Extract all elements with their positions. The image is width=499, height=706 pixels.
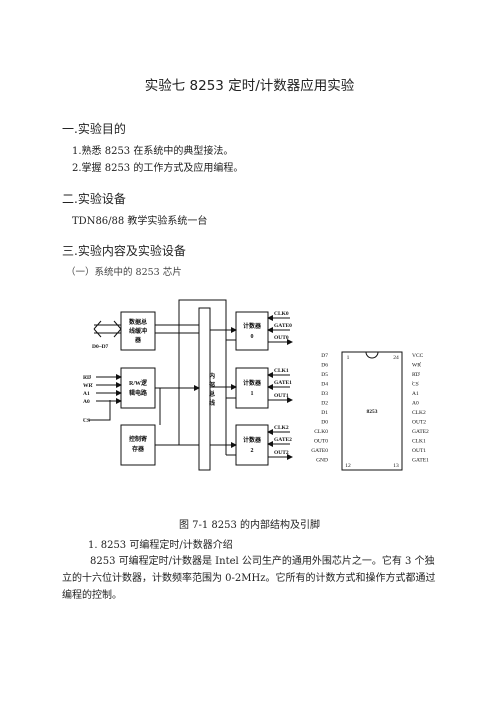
signal-gate2: GATE2 bbox=[274, 437, 292, 443]
section-heading-purpose: 一.实验目的 bbox=[62, 122, 126, 136]
pin-number-24: 24 bbox=[393, 355, 399, 361]
chip-pin-left-7: D1 bbox=[321, 410, 328, 416]
signal-a0: A0 bbox=[83, 399, 90, 405]
bus-label-2: 部 bbox=[209, 381, 215, 389]
chip-pin-right-3: RD bbox=[412, 372, 420, 378]
chip-pin-left-8: D0 bbox=[321, 420, 328, 426]
counter0-block bbox=[235, 311, 269, 351]
purpose-item-2: 2.掌握 8253 的工作方式及应用编程。 bbox=[72, 163, 244, 174]
chip-pin-left-4: D4 bbox=[321, 382, 328, 388]
counter2-block bbox=[235, 424, 269, 466]
counter2-label-1: 计数器 bbox=[243, 436, 262, 444]
chip-pin-right-12: GATE1 bbox=[412, 458, 429, 464]
bus-label-4: 线 bbox=[209, 399, 215, 407]
equipment-text: TDN86/88 教学实验系统一台 bbox=[72, 216, 208, 227]
counter1-label-2: 1 bbox=[251, 391, 254, 397]
chip-pin-left-2: D6 bbox=[321, 363, 328, 369]
signal-a1: A1 bbox=[83, 391, 90, 397]
pin-number-13: 13 bbox=[393, 463, 399, 469]
intro-heading: 1. 8253 可编程定时/计数器介绍 bbox=[88, 540, 233, 551]
purpose-item-1: 1.熟悉 8253 在系统中的典型接法。 bbox=[72, 146, 234, 157]
subsection-heading: （一）系统中的 8253 芯片 bbox=[66, 267, 182, 278]
control-register-block bbox=[120, 424, 156, 466]
chip-pin-right-4: CS bbox=[412, 382, 419, 388]
signal-out0: OUT0 bbox=[274, 335, 289, 341]
chip-pin-left-10: OUT0 bbox=[314, 439, 328, 445]
chip-pin-left-5: D3 bbox=[321, 391, 328, 397]
buffer-label-3: 器 bbox=[134, 336, 142, 344]
signal-clk0: CLK0 bbox=[274, 311, 289, 317]
pin-number-1: 1 bbox=[347, 355, 350, 361]
chip-pin-right-10: CLK1 bbox=[412, 439, 426, 445]
signal-clk2: CLK2 bbox=[274, 425, 289, 431]
chip-pin-right-8: OUT2 bbox=[412, 420, 426, 426]
chip-pin-right-1: VCC bbox=[412, 353, 424, 359]
buffer-label-2: 线缓冲 bbox=[129, 327, 147, 335]
chip-pin-left-3: D5 bbox=[321, 372, 328, 378]
buffer-label-1: 数据总 bbox=[129, 318, 147, 326]
data-bus-buffer-block bbox=[120, 311, 156, 351]
signal-cs: CS bbox=[83, 418, 90, 424]
signal-rd: RD bbox=[83, 375, 91, 381]
signal-clk1: CLK1 bbox=[274, 368, 289, 374]
bus-label-1: 内 bbox=[209, 372, 215, 380]
chip-pin-right-2: WR bbox=[412, 363, 421, 369]
section-heading-equipment: 二.实验设备 bbox=[62, 192, 126, 206]
signal-gate0: GATE0 bbox=[274, 323, 292, 329]
chip-pin-right-7: CLK2 bbox=[412, 410, 426, 416]
ctrl-label-1: 控制寄 bbox=[129, 435, 147, 443]
signal-gate1: GATE1 bbox=[274, 380, 292, 386]
section-heading-content: 三.实验内容及实验设备 bbox=[62, 244, 186, 258]
pin-number-12: 12 bbox=[345, 463, 351, 469]
counter2-label-2: 2 bbox=[251, 448, 254, 454]
chip-pin-left-12: GND bbox=[316, 458, 328, 464]
counter1-block bbox=[235, 367, 269, 409]
counter0-label-2: 0 bbox=[251, 334, 254, 340]
rw-logic-block bbox=[120, 367, 156, 409]
signal-out1: OUT1 bbox=[274, 393, 289, 399]
counter1-label-1: 计数器 bbox=[243, 379, 262, 387]
rw-label-2: 辑电路 bbox=[129, 389, 148, 397]
counter0-label-1: 计数器 bbox=[243, 322, 262, 330]
chip-8253-outline bbox=[341, 351, 403, 471]
ctrl-label-2: 存器 bbox=[132, 445, 145, 453]
internal-bus-block bbox=[198, 307, 211, 471]
signal-wr: WR bbox=[83, 383, 94, 389]
chip-pin-right-6: A0 bbox=[412, 401, 419, 407]
chip-pin-right-11: OUT1 bbox=[412, 448, 426, 454]
chip-pin-left-6: D2 bbox=[321, 401, 328, 407]
intro-paragraph: 8253 可编程定时/计数器是 Intel 公司生产的通用外围芯片之一。它有 3… bbox=[62, 556, 436, 601]
chip-pin-right-9: GATE2 bbox=[412, 429, 429, 435]
bus-label-3: 总 bbox=[209, 390, 215, 398]
chip-pin-left-1: D7 bbox=[321, 353, 328, 359]
chip-pin-left-9: CLK0 bbox=[314, 429, 328, 435]
page-title: 实验七 8253 定时/计数器应用实验 bbox=[144, 78, 355, 94]
chip-name: 8253 bbox=[367, 409, 378, 415]
signal-out2: OUT2 bbox=[274, 450, 289, 456]
data-bus-label: D0~D7 bbox=[92, 344, 109, 350]
chip-pin-right-5: A1 bbox=[412, 391, 419, 397]
rw-label-1: R/W逻 bbox=[129, 379, 148, 387]
chip-pin-left-11: GATE0 bbox=[311, 448, 328, 454]
figure-caption: 图 7-1 8253 的内部结构及引脚 bbox=[178, 520, 321, 531]
